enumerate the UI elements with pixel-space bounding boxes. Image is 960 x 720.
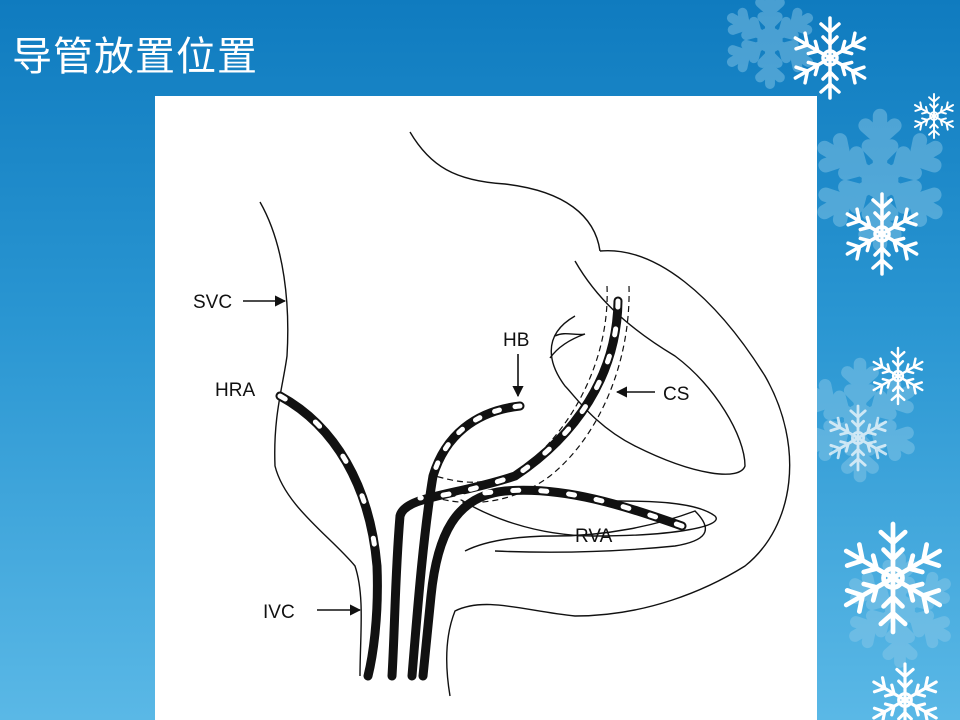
catheter-hra	[275, 391, 382, 681]
catheter-cs	[387, 296, 623, 681]
ivc-label: IVC	[263, 602, 295, 623]
hb-label: HB	[503, 330, 529, 351]
catheters	[275, 296, 687, 681]
svc-label: SVC	[193, 292, 232, 313]
figure-panel: SVC HRA HB CS RVA IVC	[155, 96, 817, 720]
cs-dashed-guides	[434, 285, 630, 504]
catheter-placement-diagram: SVC HRA HB CS RVA IVC	[193, 131, 791, 697]
aorta-outline	[409, 131, 601, 252]
right-heart-wall	[446, 250, 791, 697]
label-arrows	[243, 295, 655, 616]
rva-label: RVA	[575, 526, 613, 547]
catheter-his	[407, 401, 525, 681]
lower-chamber	[464, 510, 707, 553]
rv-inner	[454, 495, 717, 537]
svc-wall	[259, 201, 362, 677]
heart-outline	[259, 131, 791, 697]
cs-label: CS	[663, 384, 689, 405]
ventricle-septum	[550, 260, 746, 475]
hra-label: HRA	[215, 380, 255, 401]
catheter-rva	[418, 485, 687, 681]
tricuspid-flap	[549, 332, 586, 359]
slide-title: 导管放置位置	[12, 34, 258, 80]
